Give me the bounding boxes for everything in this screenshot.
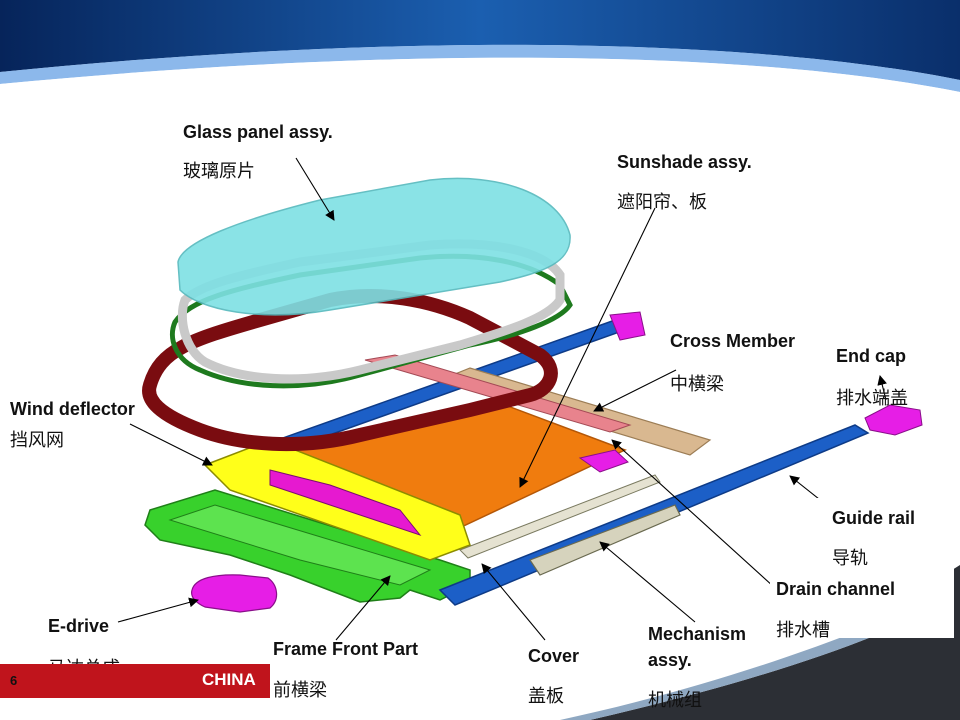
label-glass-panel: Glass panel assy. <box>183 122 333 142</box>
footer-china-text: CHINA <box>202 670 256 689</box>
glass-panel-part <box>177 177 571 316</box>
label-drain-channel-zh: 排水槽 <box>776 620 830 641</box>
right-swoosh <box>560 565 960 720</box>
label-frame-front: Frame Front Part <box>273 639 419 659</box>
label-wind-deflector-zh: 挡风网 <box>10 430 64 451</box>
label-guide-rail: Guide rail <box>832 508 916 528</box>
end-cap-part <box>578 311 923 473</box>
label-guide-rail-zh: 导轨 <box>832 548 868 569</box>
label-mechanism-assy: assy. <box>648 650 692 670</box>
label-glass-panel-zh: 玻璃原片 <box>183 161 255 182</box>
mechanism-part <box>529 504 681 576</box>
header-swoosh <box>0 0 960 97</box>
label-sunshade: Sunshade assy. <box>617 152 752 172</box>
cover-part <box>459 474 661 559</box>
label-end-cap-zh: 排水端盖 <box>836 388 908 409</box>
drain-channel-part <box>364 354 632 433</box>
label-mechanism-zh: 机械组 <box>648 690 702 711</box>
label-mechanism: Mechanism <box>648 624 747 644</box>
frame-front-part <box>144 489 471 603</box>
label-sunshade-zh: 遮阳帘、板 <box>617 192 707 213</box>
label-wind-deflector: Wind deflector <box>10 399 135 419</box>
label-drain-channel: Drain channel <box>776 579 896 599</box>
e-drive-part <box>191 574 278 613</box>
page-number: 6 <box>10 673 18 688</box>
label-end-cap: End cap <box>836 346 907 366</box>
label-frame-front-zh: 前横梁 <box>273 680 327 701</box>
label-cross-member-zh: 中横梁 <box>670 374 724 395</box>
red-seal <box>142 289 558 452</box>
label-cover: Cover <box>528 646 580 666</box>
label-cover-zh: 盖板 <box>528 686 564 707</box>
label-cross-member: Cross Member <box>670 331 796 351</box>
label-e-drive: E-drive <box>48 616 110 636</box>
footer-bar <box>0 664 270 698</box>
right-label-panel <box>770 498 954 638</box>
